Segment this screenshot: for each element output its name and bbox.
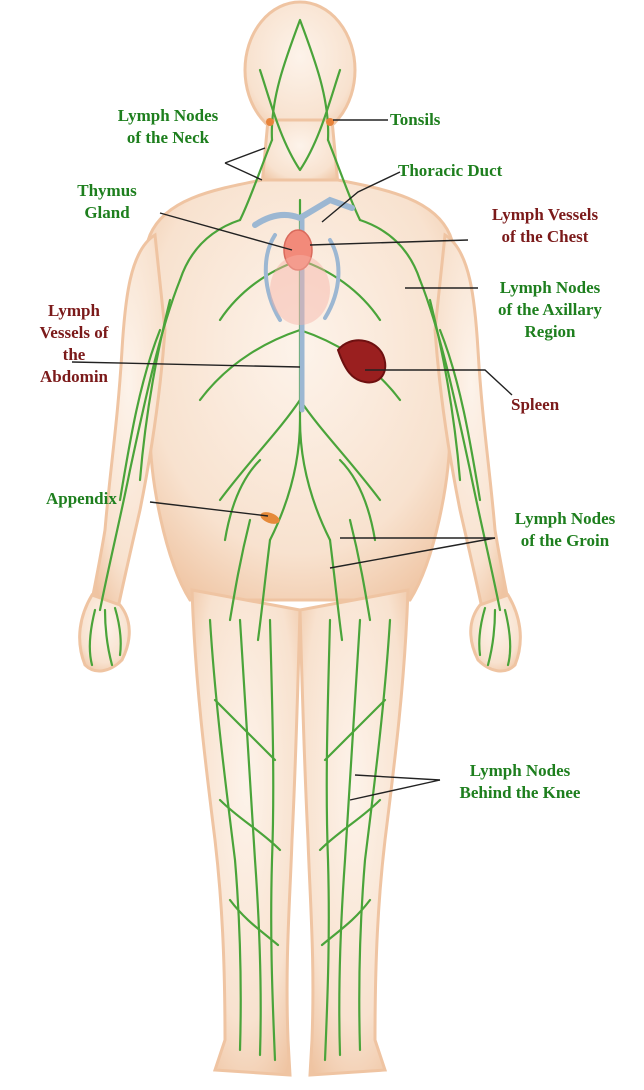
label-appendix: Appendix <box>46 488 117 510</box>
label-lymph-nodes-neck: Lymph Nodes of the Neck <box>88 105 248 149</box>
tonsil-right-shape <box>326 118 334 126</box>
heart-outline-shape <box>270 255 330 325</box>
label-spleen: Spleen <box>511 394 559 416</box>
label-lymph-nodes-groin: Lymph Nodes of the Groin <box>490 508 640 552</box>
label-thymus-gland: Thymus Gland <box>52 180 162 224</box>
label-lymph-vessels-chest: Lymph Vessels of the Chest <box>460 204 630 248</box>
tonsil-left-shape <box>266 118 274 126</box>
label-lymph-nodes-axillary: Lymph Nodes of the Axillary Region <box>470 277 630 343</box>
label-tonsils: Tonsils <box>390 109 440 131</box>
label-lymph-nodes-knee: Lymph Nodes Behind the Knee <box>430 760 610 804</box>
label-thoracic-duct: Thoracic Duct <box>398 160 502 182</box>
label-lymph-vessels-abdomin: Lymph Vessels of the Abdomin <box>14 300 134 388</box>
